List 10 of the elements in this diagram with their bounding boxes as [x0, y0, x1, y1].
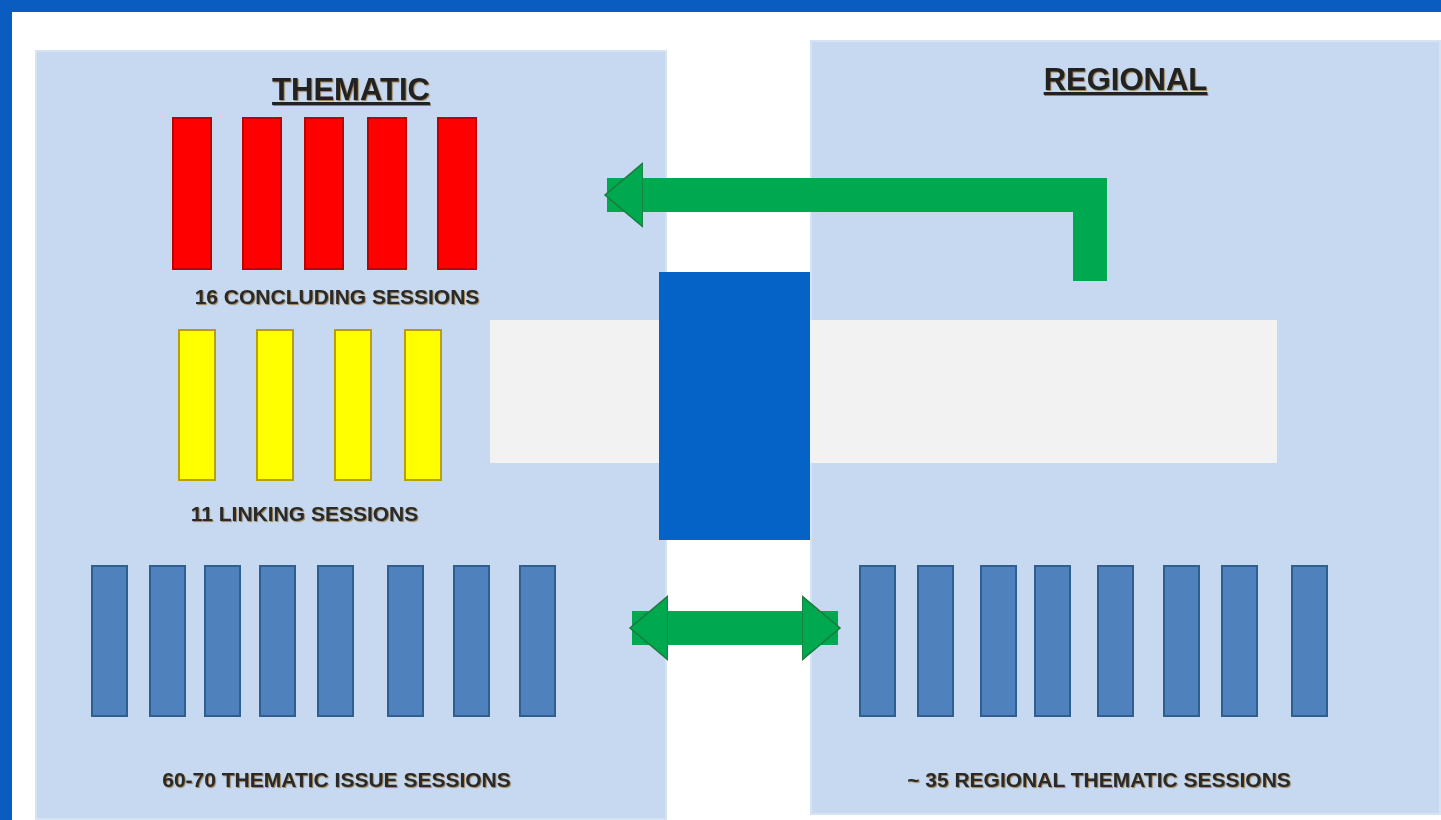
group-caption: 11 LINKING SESSIONS: [189, 502, 420, 526]
block-arrow: [604, 162, 1107, 281]
group-caption: 60-70 THEMATIC ISSUE SESSIONS: [161, 768, 512, 792]
group-caption: 16 CONCLUDING SESSIONS: [193, 285, 481, 309]
block-arrow: [629, 595, 841, 661]
panel-title: REGIONAL: [1042, 62, 1209, 98]
center-block: [659, 272, 810, 540]
group-caption: ~ 35 REGIONAL THEMATIC SESSIONS: [906, 768, 1292, 792]
panel-title: THEMATIC: [271, 72, 431, 108]
category-panel: [35, 50, 667, 820]
